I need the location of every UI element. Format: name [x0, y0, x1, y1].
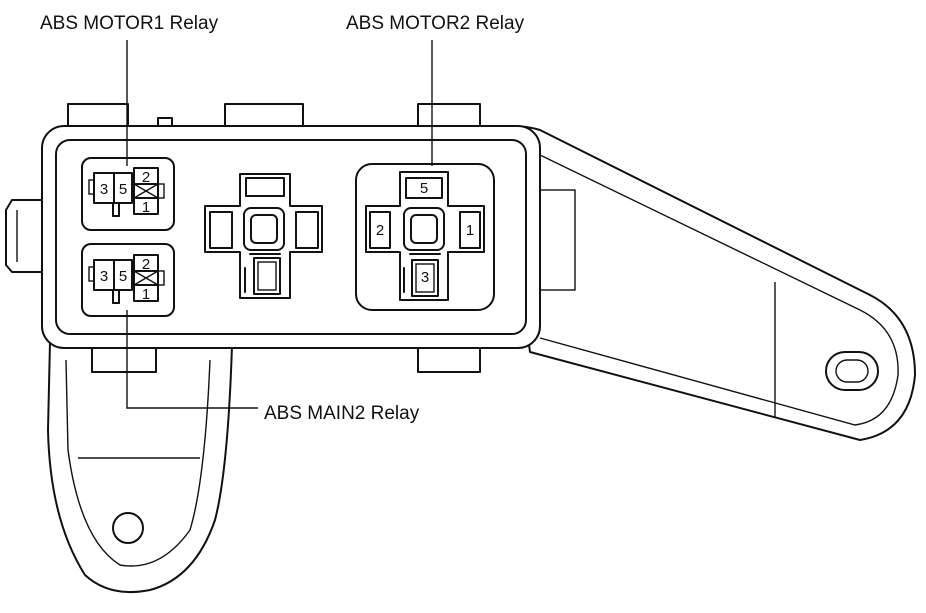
motor2-relay-label: ABS MOTOR2 Relay [346, 13, 525, 34]
motor1-relay-socket: 3 5 2 1 [81, 157, 175, 231]
main2-pin-3: 3 [100, 268, 108, 285]
main2-relay-label: ABS MAIN2 Relay [264, 403, 420, 424]
main2-pin-5: 5 [119, 268, 127, 285]
motor1-pin-3: 3 [100, 181, 108, 198]
motor2-pin-5: 5 [420, 180, 428, 197]
motor2-pin-5-slot [405, 177, 443, 199]
motor2-pin-2-slot [369, 211, 391, 249]
callout-leaders [126, 40, 433, 409]
motor1-pin-5: 5 [119, 181, 127, 198]
motor2-pin-1-slot [459, 211, 481, 249]
main2-pin-2: 2 [142, 256, 150, 273]
motor2-pin-2: 2 [376, 222, 384, 239]
main2-leader-line [126, 310, 258, 409]
lower-mounting-bracket [47, 341, 233, 594]
right-arm-bracket [499, 125, 916, 441]
arm-mount-hole [825, 351, 879, 391]
motor2-pin-3: 3 [421, 269, 429, 286]
main2-pin-1: 1 [142, 286, 150, 303]
motor1-pin-1: 1 [142, 199, 150, 216]
bracket-mount-hole [112, 512, 144, 544]
motor2-pin-3-slot [411, 259, 439, 297]
main2-relay-socket: 3 5 2 1 [81, 243, 175, 317]
motor2-relay-socket: 5 2 1 3 [355, 163, 495, 311]
motor1-pin-2: 2 [142, 169, 150, 186]
motor2-pin-1: 1 [466, 222, 474, 239]
motor1-relay-label: ABS MOTOR1 Relay [40, 13, 219, 34]
center-relay-socket [204, 173, 323, 299]
left-side-tab [5, 199, 43, 273]
